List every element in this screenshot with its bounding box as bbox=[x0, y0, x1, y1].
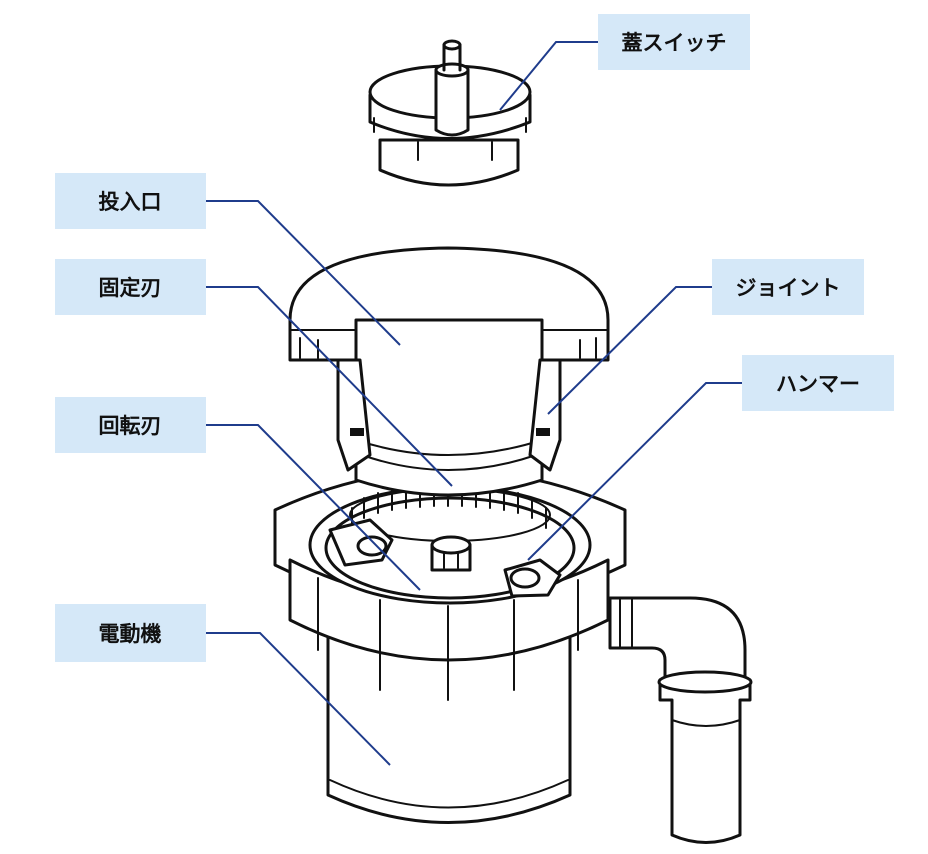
label-joint-text: ジョイント bbox=[736, 276, 841, 300]
label-hammer-text: ハンマー bbox=[776, 372, 860, 396]
leader-hammer bbox=[527, 382, 742, 561]
label-fixed-blade: 固定刃 bbox=[55, 259, 206, 315]
leader-motor bbox=[206, 632, 391, 766]
label-rotating-blade: 回転刃 bbox=[55, 397, 206, 453]
leader-fixed-blade bbox=[206, 286, 453, 487]
label-rotating-blade-text: 回転刃 bbox=[99, 414, 162, 438]
label-joint: ジョイント bbox=[712, 259, 864, 315]
label-fixed-blade-text: 固定刃 bbox=[99, 276, 162, 300]
inlet-illustration bbox=[288, 246, 610, 497]
label-inlet: 投入口 bbox=[55, 173, 206, 229]
label-motor-text: 電動機 bbox=[99, 622, 162, 646]
label-lid-switch-text: 蓋スイッチ bbox=[622, 31, 727, 55]
leader-rotating-blade bbox=[206, 424, 421, 591]
label-hammer: ハンマー bbox=[742, 355, 894, 411]
leader-inlet bbox=[206, 200, 401, 346]
motor-illustration bbox=[326, 618, 572, 824]
leader-lid-switch bbox=[499, 41, 598, 111]
label-motor: 電動機 bbox=[55, 604, 206, 662]
grinding-housing-illustration bbox=[273, 468, 627, 701]
label-inlet-text: 投入口 bbox=[99, 190, 162, 214]
label-lid-switch: 蓋スイッチ bbox=[598, 14, 750, 70]
lid-switch-illustration bbox=[368, 39, 532, 187]
drain-elbow-illustration bbox=[608, 596, 753, 844]
leader-joint bbox=[547, 286, 712, 415]
